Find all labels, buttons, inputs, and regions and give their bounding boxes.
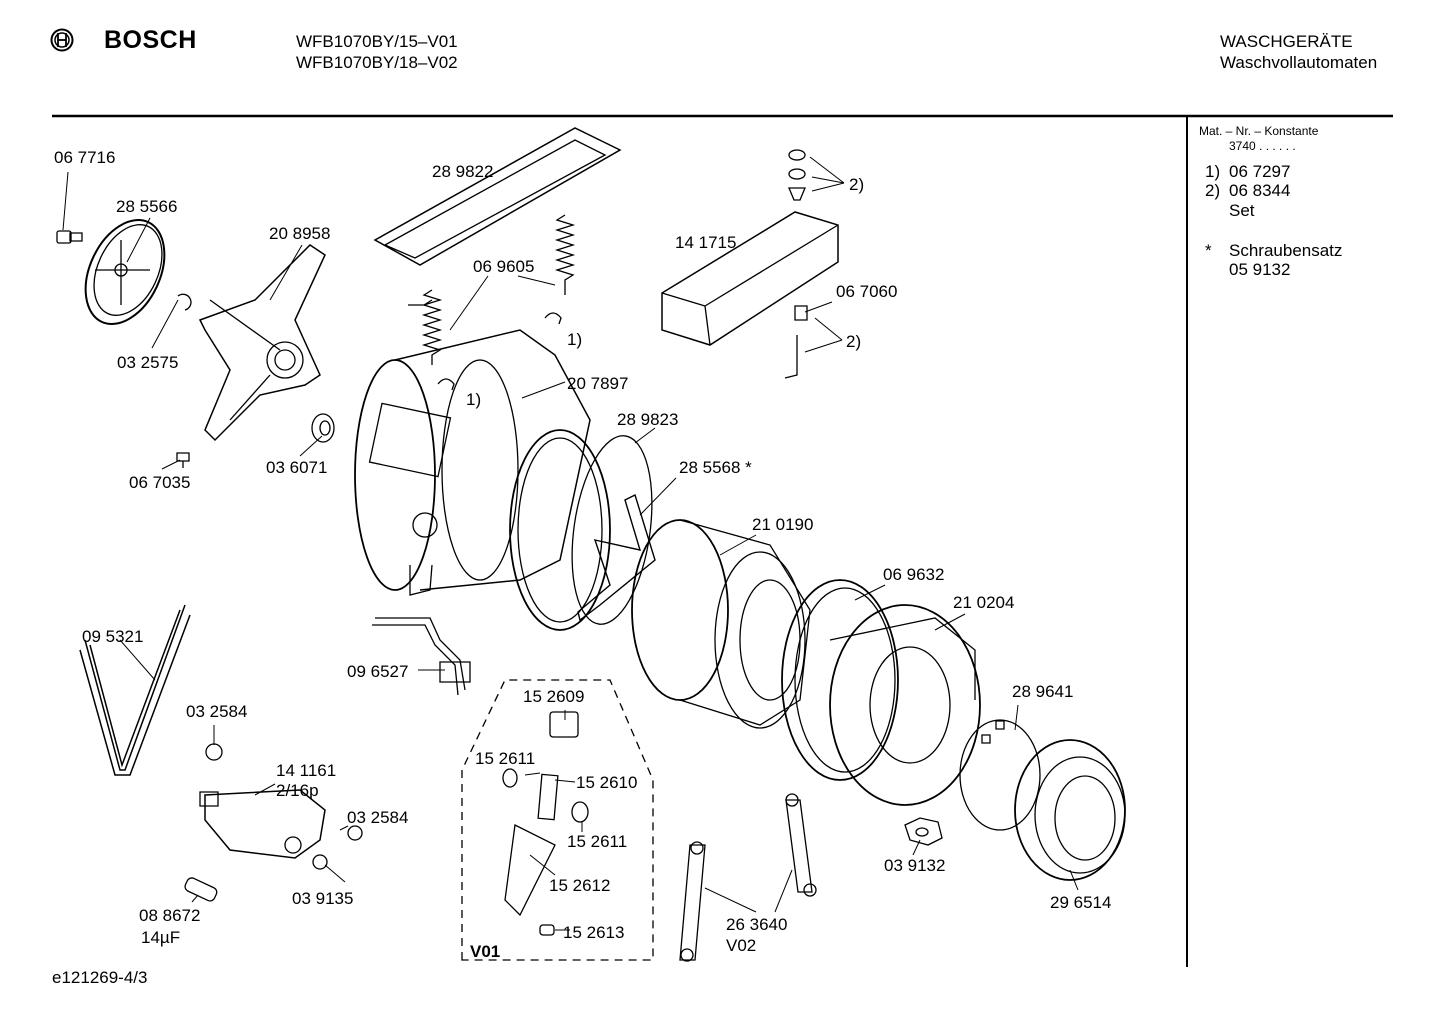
circlip-icon [178, 294, 191, 310]
heater-icon [372, 618, 470, 695]
motor-icon [200, 790, 325, 858]
drum-spider-icon [200, 245, 325, 440]
seal-ring-icon [510, 430, 663, 630]
part-label: 06 9632 [883, 565, 945, 584]
screw-icon [177, 453, 189, 468]
part-label: 08 8672 [139, 906, 201, 925]
part-label: 28 9641 [1012, 682, 1074, 701]
side-constant: 3740 . . . . . . [1229, 139, 1296, 153]
part-label: 09 6527 [347, 662, 409, 681]
model-line-1: WFB1070BY/15–V01 [296, 32, 458, 51]
shock-absorber-icon [680, 794, 816, 961]
part-label: V02 [726, 936, 757, 955]
part-label: 15 2613 [563, 923, 625, 942]
part-label: 15 2611 [567, 832, 628, 851]
part-label: 28 9822 [432, 162, 494, 181]
part-label: 06 7716 [54, 148, 116, 167]
gasket-icon [782, 580, 898, 780]
screw-icon [57, 231, 82, 243]
bearing-icon [312, 414, 334, 442]
note-marker: * [1205, 241, 1212, 260]
footer-code: e121269-4/3 [52, 968, 148, 987]
part-label: 1) [567, 330, 583, 349]
note-text: 05 9132 [1229, 260, 1291, 279]
part-label: 03 9132 [884, 856, 946, 875]
clip-icon [438, 379, 454, 390]
door-seal-icon [1015, 740, 1125, 880]
drive-belt-icon [80, 605, 190, 775]
part-label: 06 7060 [836, 282, 898, 301]
v01-group-outline [462, 680, 653, 960]
part-label: 21 0190 [752, 515, 814, 534]
nut-icon [905, 818, 942, 845]
part-label: 20 7897 [567, 374, 629, 393]
front-panel-icon [830, 605, 980, 805]
note-marker: 1) [1205, 162, 1221, 181]
note-text: Schraubensatz [1229, 241, 1343, 260]
part-label: 2/16p [276, 781, 319, 800]
part-label: 28 5568 * [679, 458, 752, 477]
note-text: Set [1229, 201, 1255, 220]
note-text: 06 7297 [1229, 162, 1291, 181]
part-label: 03 2584 [347, 808, 409, 827]
v01-parts [503, 712, 588, 935]
part-label: 14 1715 [675, 233, 737, 252]
part-label: 15 2611 [475, 749, 536, 768]
part-label: 28 9823 [617, 410, 679, 429]
part-label: 2) [849, 175, 865, 194]
part-label: 2) [846, 332, 862, 351]
part-label: 06 7035 [129, 473, 191, 492]
group-label: V01 [470, 942, 501, 961]
part-label: 14µF [141, 928, 181, 947]
part-label: 1) [466, 390, 482, 409]
model-line-2: WFB1070BY/18–V02 [296, 53, 458, 72]
side-heading: Mat. – Nr. – Konstante [1199, 124, 1319, 138]
brand-name: BOSCH [104, 26, 197, 54]
drum-flange-icon [578, 495, 655, 620]
counterweight-icon [662, 212, 838, 345]
category-title: WASCHGERÄTE [1220, 32, 1353, 51]
subcategory-title: Waschvollautomaten [1220, 53, 1378, 72]
note-text: 06 8344 [1229, 181, 1291, 200]
part-label: 09 5321 [82, 627, 144, 646]
note-marker: 2) [1205, 181, 1221, 200]
part-label: 21 0204 [953, 593, 1015, 612]
part-label: 03 2584 [186, 702, 248, 721]
part-label: 26 3640 [726, 915, 788, 934]
capacitor-icon [183, 876, 218, 902]
bracket-icon [375, 128, 620, 265]
washer-icon [789, 150, 805, 200]
part-label: 15 2612 [549, 876, 611, 895]
part-label: 20 8958 [269, 224, 331, 243]
part-label: 15 2609 [523, 687, 585, 706]
clamp-ring-icon [960, 720, 1040, 830]
tub-icon [355, 330, 590, 595]
part-label: 03 6071 [266, 458, 328, 477]
bolt-icon [785, 306, 807, 378]
part-label: 14 1161 [276, 761, 337, 780]
leader-lines [63, 157, 1078, 930]
part-label: 03 2575 [117, 353, 179, 372]
part-label: 03 9135 [292, 889, 354, 908]
spring-icon [408, 215, 573, 365]
bushing-icon [206, 744, 362, 869]
pulley-icon [70, 207, 180, 336]
part-label: 29 6514 [1050, 893, 1112, 912]
part-label: 15 2610 [576, 773, 638, 792]
part-label: 28 5566 [116, 197, 178, 216]
bosch-logo-icon [50, 28, 74, 52]
part-label: 06 9605 [473, 257, 535, 276]
clip-icon [545, 313, 561, 324]
